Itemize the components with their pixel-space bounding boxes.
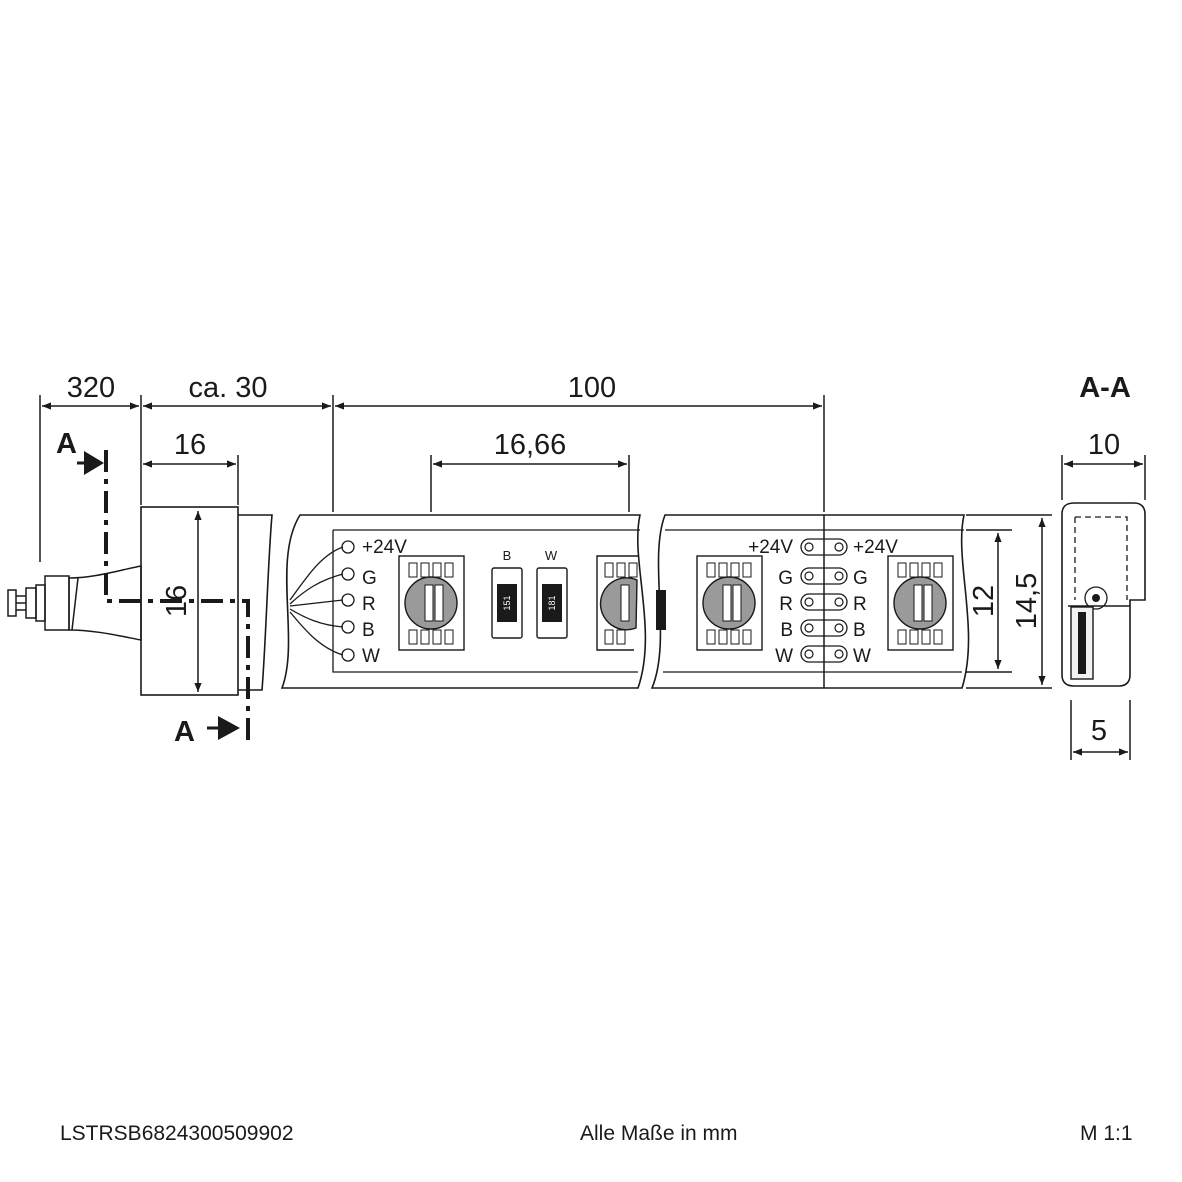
dim-total-height: 14,5 bbox=[1011, 573, 1043, 629]
section-title: A-A bbox=[1079, 372, 1131, 404]
cut-left-supply-label: +24V bbox=[748, 537, 793, 558]
dim-cable-length: 320 bbox=[67, 372, 115, 404]
cut-right-supply-label: +24V bbox=[853, 537, 898, 558]
led-strip-segment-right bbox=[650, 514, 970, 689]
pin-white-label: W bbox=[362, 646, 380, 667]
scale-label: M 1:1 bbox=[1080, 1122, 1133, 1145]
dim-led-pitch: 16,66 bbox=[494, 429, 567, 461]
article-number: LSTRSB6824300509902 bbox=[60, 1122, 294, 1145]
led-package-4 bbox=[887, 555, 954, 651]
pin-red-label: R bbox=[362, 594, 376, 615]
led-package-1 bbox=[398, 555, 465, 651]
cut-right-white-label: W bbox=[853, 646, 871, 667]
led-package-3 bbox=[696, 555, 763, 651]
resistor-pair: B W 151 181 bbox=[491, 548, 568, 639]
top-dimension-chain: 320 ca. 30 100 bbox=[39, 372, 825, 562]
units-note: Alle Maße in mm bbox=[580, 1122, 738, 1145]
component-label-w: W bbox=[545, 548, 558, 563]
cut-left-red-label: R bbox=[779, 594, 793, 615]
pin-blue-label: B bbox=[362, 620, 375, 641]
pin-green-label: G bbox=[362, 568, 377, 589]
dim-connector-length: ca. 30 bbox=[189, 372, 268, 404]
cut-right-green-label: G bbox=[853, 568, 868, 589]
housing-width-dimension: 16 bbox=[143, 429, 239, 505]
resistor-value-2: 181 bbox=[547, 595, 557, 610]
cable-connector bbox=[7, 565, 142, 641]
dim-section-depth: 5 bbox=[1091, 715, 1107, 747]
led-pitch-dimension: 16,66 bbox=[430, 429, 630, 512]
dim-cut-length: 100 bbox=[568, 372, 616, 404]
led-package-2 bbox=[596, 555, 666, 651]
cut-left-white-label: W bbox=[775, 646, 793, 667]
section-view-a-a: A-A 10 5 bbox=[1061, 372, 1146, 760]
cut-left-blue-label: B bbox=[780, 620, 793, 641]
dim-strip-width: 12 bbox=[968, 585, 1000, 617]
resistor-value-1: 151 bbox=[502, 595, 512, 610]
section-cut-line: A A bbox=[56, 428, 250, 748]
cut-right-blue-label: B bbox=[853, 620, 866, 641]
component-label-b: B bbox=[503, 548, 512, 563]
left-solder-pads: +24V G R B W bbox=[341, 537, 407, 667]
section-marker-top: A bbox=[56, 428, 77, 460]
pin-supply-label: +24V bbox=[362, 537, 407, 558]
section-marker-bottom: A bbox=[174, 716, 195, 748]
cut-right-red-label: R bbox=[853, 594, 867, 615]
dim-section-width: 10 bbox=[1088, 429, 1120, 461]
cut-left-green-label: G bbox=[778, 568, 793, 589]
cut-point-pads: +24V G R B W +24V G R B W bbox=[748, 537, 898, 667]
wire-bundle bbox=[289, 546, 344, 656]
height-dimensions: 12 14,5 bbox=[966, 514, 1052, 689]
dim-housing-width: 16 bbox=[174, 429, 206, 461]
